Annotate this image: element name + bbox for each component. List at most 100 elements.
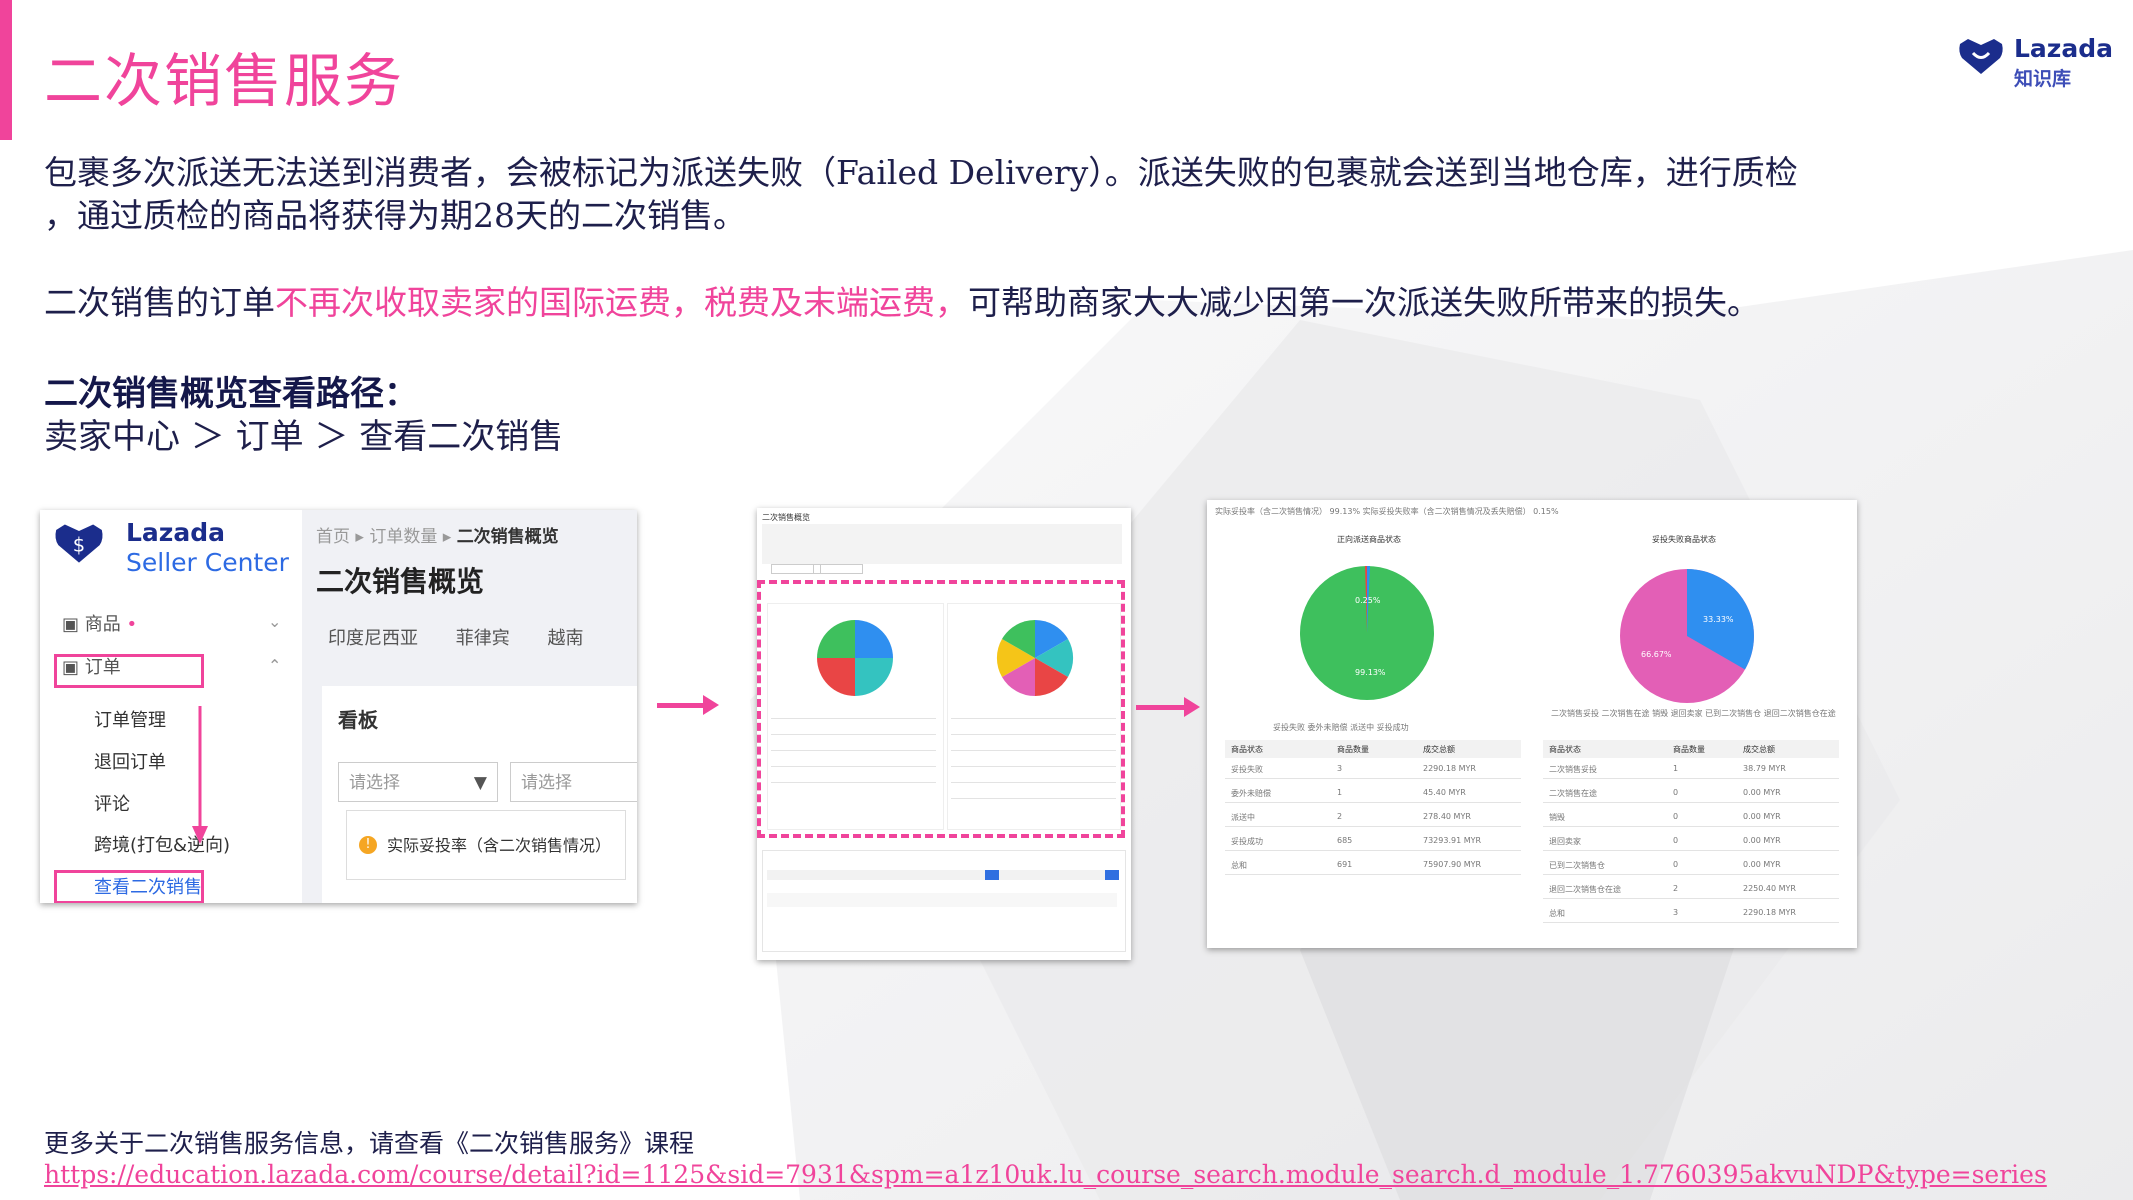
table-cell: 45.40 MYR xyxy=(1423,788,1466,797)
table-row-divider xyxy=(1543,802,1839,803)
table-cell: 退回二次销售仓在途 xyxy=(1549,885,1621,894)
table-row-divider xyxy=(1225,826,1521,827)
table-cell: 691 xyxy=(1337,860,1353,869)
table-cell: 1 xyxy=(1673,764,1679,773)
thumb-row-line xyxy=(771,718,936,719)
table-row-divider xyxy=(1543,922,1839,923)
filter-select-1[interactable]: 请选择 ▼ xyxy=(338,762,498,802)
tab-vietnam[interactable]: 越南 xyxy=(547,628,584,649)
thumb-row-line xyxy=(771,750,936,751)
table-cell: 二次销售妥投 xyxy=(1549,765,1597,774)
sidebar: $ Lazada Seller Center ▣ 商品 • ⌄ ▣ 订单 ⌃ 订… xyxy=(40,510,302,903)
right-pie-chart xyxy=(1620,569,1754,703)
country-tabs: 印度尼西亚 菲律宾 越南 xyxy=(328,624,583,650)
table-cell: 0.00 MYR xyxy=(1743,812,1781,821)
thumb-search-button xyxy=(985,870,999,880)
table-header: 商品状态 xyxy=(1231,745,1263,754)
view-resale-highlight-box xyxy=(54,870,204,903)
table-row-divider xyxy=(1225,850,1521,851)
sidebar-item-orders[interactable]: ▣ 订单 xyxy=(62,657,121,678)
intro-line-3: 二次销售的订单不再次收取卖家的国际运费，税费及末端运费，可帮助商家大大减少因第一… xyxy=(44,282,1760,324)
right-status-table: 商品状态 商品数量 成交总额 xyxy=(1543,740,1839,920)
right-legend: 二次销售妥投 二次销售在途 销毁 退回卖家 已到二次销售仓 退回二次销售仓在途 xyxy=(1551,709,1836,718)
notice-text: 实际妥投率（含二次销售情况） xyxy=(387,836,612,855)
lazada-heart-icon xyxy=(1959,39,2003,74)
sidebar-item-label: 订单 xyxy=(84,657,121,678)
sidebar-item-crossborder[interactable]: 跨境(打包&逆向) xyxy=(94,835,231,856)
sidebar-item-order-management[interactable]: 订单管理 xyxy=(94,710,166,731)
down-arrow-annotation xyxy=(192,706,208,844)
table-header: 商品数量 xyxy=(1673,745,1705,754)
thumb-row-line xyxy=(951,782,1116,783)
seller-center-label: Seller Center xyxy=(126,548,289,577)
intro-line-3-highlight: 不再次收取卖家的国际运费，税费及末端运费， xyxy=(275,283,968,322)
arrow-right-icon xyxy=(657,695,719,715)
left-chart-title: 正向派送商品状态 xyxy=(1337,535,1401,544)
tab-indonesia[interactable]: 印度尼西亚 xyxy=(328,628,418,649)
left-legend: 妥投失败 委外未赔偿 派送中 妥投成功 xyxy=(1273,723,1409,732)
table-cell: 妥投成功 xyxy=(1231,837,1263,846)
table-header: 成交总额 xyxy=(1423,745,1455,754)
seller-brand: Lazada xyxy=(126,518,225,547)
thumb-row-line xyxy=(951,734,1116,735)
thumb-pie-left xyxy=(817,620,893,696)
table-row-divider xyxy=(1543,898,1839,899)
intro-line-3-prefix: 二次销售的订单 xyxy=(44,283,275,322)
filter-select-2[interactable]: 请选择 xyxy=(510,762,637,802)
right-chart-title: 妥投失败商品状态 xyxy=(1652,535,1716,544)
table-cell: 38.79 MYR xyxy=(1743,764,1786,773)
logo-subtitle: 知识库 xyxy=(2014,68,2072,90)
thumb-export-button xyxy=(1105,870,1119,880)
footer-more-info: 更多关于二次销售服务信息，请查看《二次销售服务》课程 xyxy=(44,1129,695,1158)
table-row-divider xyxy=(1225,778,1521,779)
table-cell: 2 xyxy=(1337,812,1343,821)
thumb-table-header xyxy=(767,893,1117,907)
intro-line-2: ，通过质检的商品将获得为期28天的二次销售。 xyxy=(44,196,746,235)
dashboard-title: 看板 xyxy=(338,708,378,732)
arrow-right-icon xyxy=(1136,697,1200,717)
thumb-row-line xyxy=(951,718,1116,719)
sidebar-item-products[interactable]: ▣ 商品 • xyxy=(62,614,138,635)
select-placeholder: 请选择 xyxy=(521,773,572,793)
path-steps: 卖家中心 ＞ 订单 ＞ 查看二次销售 xyxy=(44,417,564,457)
table-cell: 2290.18 MYR xyxy=(1743,908,1796,917)
right-pie-label-pink: 66.67% xyxy=(1641,650,1672,659)
breadcrumb-home[interactable]: 首页 xyxy=(316,527,350,547)
course-link[interactable]: https://education.lazada.com/course/deta… xyxy=(44,1160,2047,1189)
page-title: 二次销售服务 xyxy=(44,47,405,115)
table-cell: 3 xyxy=(1337,764,1343,773)
table-cell: 销毁 xyxy=(1549,813,1565,822)
sidebar-item-returns[interactable]: 退回订单 xyxy=(94,752,166,773)
chevron-down-icon: ⌄ xyxy=(268,612,282,631)
select-placeholder: 请选择 xyxy=(349,773,400,793)
breadcrumb-orders[interactable]: 订单数量 xyxy=(369,527,438,547)
table-cell: 总和 xyxy=(1231,861,1247,870)
table-header: 商品数量 xyxy=(1337,745,1369,754)
caret-down-icon: ▼ xyxy=(473,773,487,793)
thumb-select xyxy=(771,564,821,574)
thumb-row-line xyxy=(951,766,1116,767)
tab-philippines[interactable]: 菲律宾 xyxy=(455,628,510,649)
table-cell: 0 xyxy=(1673,788,1679,797)
resale-dashboard-screenshot: 实际妥投率（含二次销售情况） 99.13% 实际妥投失败率（含二次销售情况及丢失… xyxy=(1207,500,1857,948)
table-cell: 278.40 MYR xyxy=(1423,812,1471,821)
sidebar-item-view-resale[interactable]: 查看二次销售 xyxy=(94,877,202,898)
table-row-divider xyxy=(1543,874,1839,875)
table-cell: 妥投失败 xyxy=(1231,765,1263,774)
sidebar-item-reviews[interactable]: 评论 xyxy=(94,794,130,815)
table-header: 成交总额 xyxy=(1743,745,1775,754)
thumb-row-line xyxy=(951,798,1116,799)
table-cell: 2 xyxy=(1673,884,1679,893)
thumb-right-card xyxy=(947,603,1121,830)
table-cell: 派送中 xyxy=(1231,813,1255,822)
table-cell: 73293.91 MYR xyxy=(1423,836,1482,845)
right-pie-label-blue: 33.33% xyxy=(1703,615,1734,624)
table-row-divider xyxy=(1225,802,1521,803)
table-cell: 75907.90 MYR xyxy=(1423,860,1482,869)
thumb-title: 二次销售概览 xyxy=(762,513,810,522)
table-cell: 0.00 MYR xyxy=(1743,860,1781,869)
svg-text:$: $ xyxy=(73,534,85,557)
intro-line-3-suffix: 可帮助商家大大减少因第一次派送失败所带来的损失。 xyxy=(968,283,1760,322)
table-cell: 2250.40 MYR xyxy=(1743,884,1796,893)
table-header-bg xyxy=(1543,740,1839,758)
